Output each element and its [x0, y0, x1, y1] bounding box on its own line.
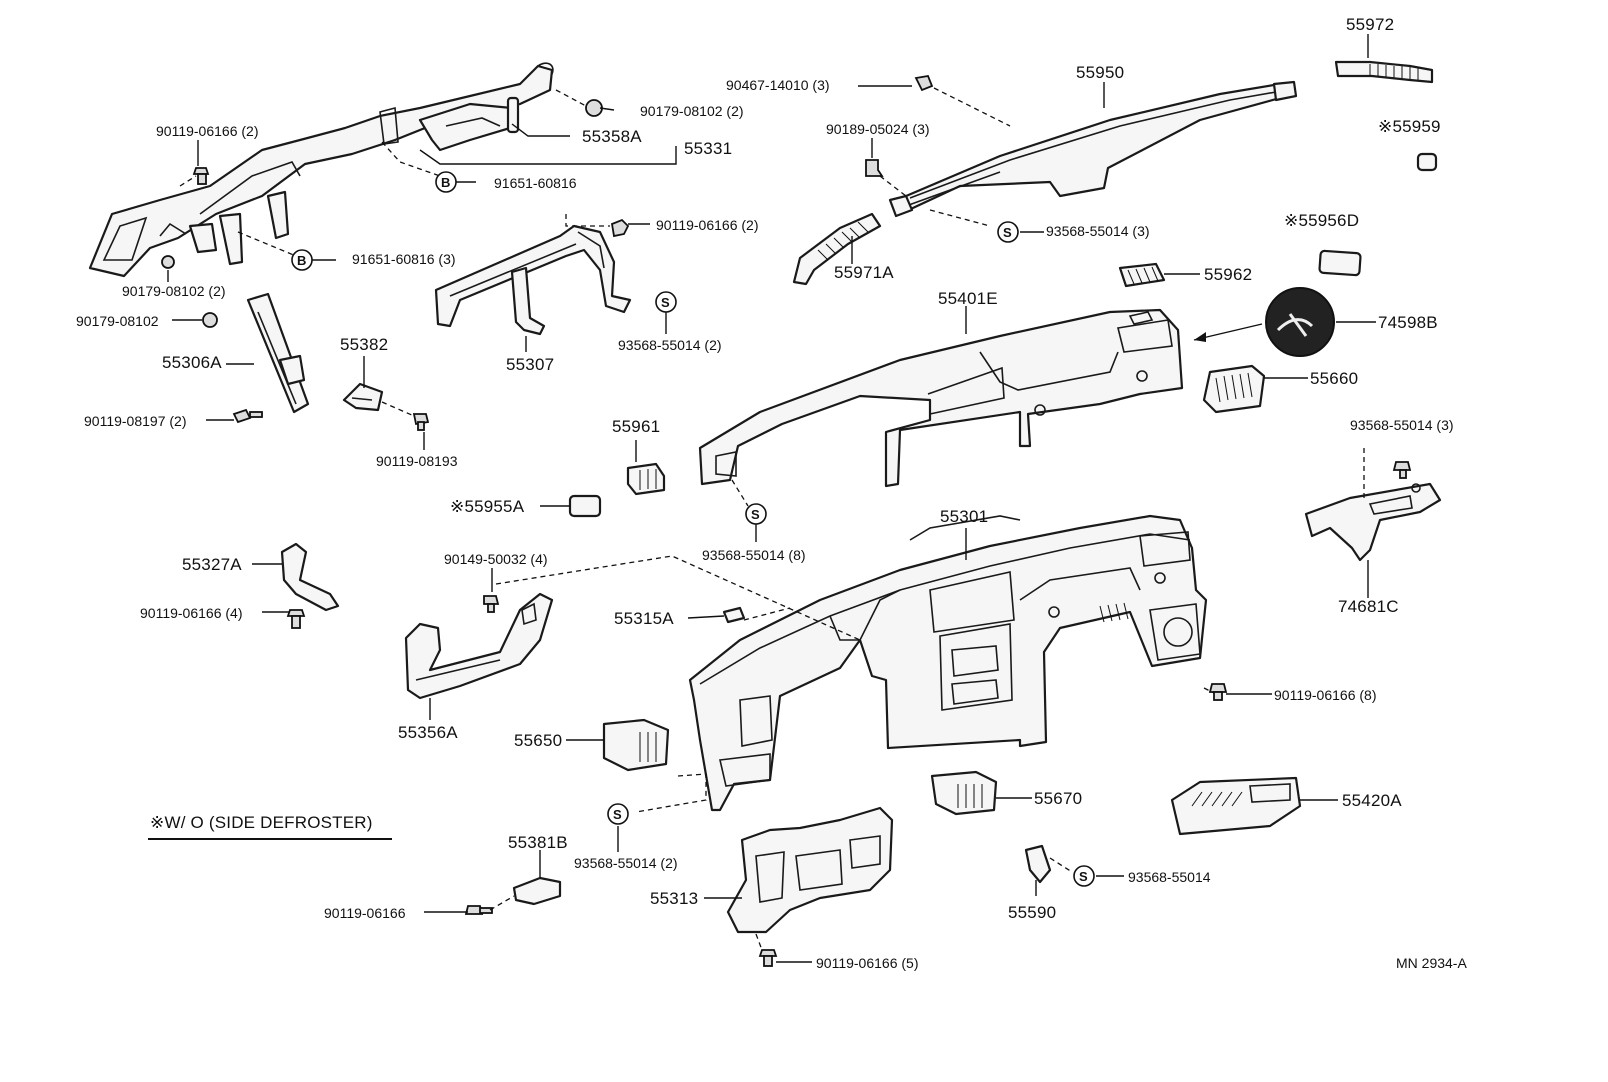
- part-label-55955a: ※55955A: [450, 497, 525, 516]
- part-label-55670: 55670: [1034, 789, 1083, 808]
- part-label-90149-50032-4: 90149-50032 (4): [444, 551, 548, 567]
- caution-label-74598b: [1193, 287, 1335, 357]
- part-label-55307: 55307: [506, 355, 555, 374]
- part-label-93568-55014-3a: 93568-55014 (3): [1046, 223, 1150, 239]
- part-label-55331: 55331: [684, 139, 733, 158]
- grille-55962: [1118, 262, 1166, 288]
- bracket-55327a: [280, 542, 340, 629]
- register-55420a: [1170, 776, 1302, 836]
- leader-lines: [167, 34, 1376, 963]
- svg-text:S: S: [751, 507, 760, 522]
- part-label-90119-06166-8: 90119-06166 (8): [1274, 687, 1377, 703]
- clip-55590: [1024, 844, 1052, 884]
- part-label-55956d: ※55956D: [1284, 211, 1360, 230]
- bracket-55382: [342, 382, 430, 431]
- bracket-74681c: [1304, 461, 1442, 562]
- part-label-55356a: 55356A: [398, 723, 458, 742]
- reinforcement-beam-55331: [88, 62, 554, 278]
- lower-cover-55313: [726, 806, 894, 967]
- footnote-side-defroster: ※W/ O (SIDE DEFROSTER): [150, 813, 373, 832]
- svg-text:B: B: [441, 175, 450, 190]
- part-label-55972: 55972: [1346, 15, 1395, 34]
- circle-marker-s-1: S: [997, 221, 1019, 243]
- svg-text:S: S: [1003, 225, 1012, 240]
- svg-text:S: S: [613, 807, 622, 822]
- clip-90467-90189: [865, 74, 934, 177]
- part-label-55301: 55301: [940, 507, 989, 526]
- part-label-55590: 55590: [1008, 903, 1057, 922]
- bracket-55307: [434, 224, 632, 336]
- part-label-90119-08197-2: 90119-08197 (2): [84, 413, 187, 429]
- part-label-55971a: 55971A: [834, 263, 894, 282]
- part-label-55660: 55660: [1310, 369, 1359, 388]
- part-label-55358a: 55358A: [582, 127, 642, 146]
- part-label-55315a: 55315A: [614, 609, 674, 628]
- circle-marker-s-3: S: [745, 503, 767, 525]
- circle-marker-b-1: B: [435, 171, 457, 193]
- part-label-55306a: 55306A: [162, 353, 222, 372]
- part-label-55382: 55382: [340, 335, 389, 354]
- svg-text:B: B: [297, 253, 306, 268]
- part-label-90179-08102: 90179-08102: [76, 313, 159, 329]
- instrument-panel-55301: [688, 514, 1208, 812]
- part-label-55313: 55313: [650, 889, 699, 908]
- part-label-55950: 55950: [1076, 63, 1125, 82]
- part-label-55381b: 55381B: [508, 833, 568, 852]
- part-label-93568-55014-2a: 93568-55014 (2): [618, 337, 722, 353]
- part-label-90119-06166-5: 90119-06166 (5): [816, 955, 919, 971]
- register-55670: [930, 770, 998, 816]
- part-label-90119-06166-4: 90119-06166 (4): [140, 605, 243, 621]
- circle-marker-s-2: S: [655, 291, 677, 313]
- part-label-55327a: 55327A: [182, 555, 242, 574]
- part-label-55961: 55961: [612, 417, 661, 436]
- register-55650: [602, 718, 670, 772]
- part-label-74598b: 74598B: [1378, 313, 1438, 332]
- part-label-93568-55014-3b: 93568-55014 (3): [1350, 417, 1454, 433]
- lower-panel-55356a: [404, 592, 554, 700]
- part-label-55650: 55650: [514, 731, 563, 750]
- circle-marker-s-4: S: [607, 803, 629, 825]
- defroster-hose-55971a: [792, 212, 882, 286]
- part-label-74681c: 74681C: [1338, 597, 1399, 616]
- cover-55955a: [568, 494, 602, 518]
- part-label-91651-60816: 91651-60816: [494, 175, 577, 191]
- diagram-reference-code: MN 2934-A: [1396, 955, 1467, 971]
- defroster-nozzle-55950: [888, 80, 1298, 218]
- part-label-55962: 55962: [1204, 265, 1253, 284]
- part-label-93568-55014-2b: 93568-55014 (2): [574, 855, 678, 871]
- circle-marker-b-2: B: [291, 249, 313, 271]
- cap-55959: [1416, 152, 1438, 172]
- part-label-55401e: 55401E: [938, 289, 998, 308]
- part-label-90467-14010: 90467-14010 (3): [726, 77, 830, 93]
- part-label-91651-60816-3: 91651-60816 (3): [352, 251, 456, 267]
- part-label-90119-08193: 90119-08193: [376, 453, 458, 469]
- svg-text:S: S: [1079, 869, 1088, 884]
- bracket-55381b: [464, 876, 562, 915]
- part-label-55420a: 55420A: [1342, 791, 1402, 810]
- part-label-90119-06166: 90119-06166: [324, 905, 406, 921]
- defroster-hose-55972: [1334, 60, 1434, 84]
- part-label-90119-06166-2b: 90119-06166 (2): [656, 217, 759, 233]
- footnote-underline: [148, 838, 392, 840]
- part-label-93568-55014: 93568-55014: [1128, 869, 1211, 885]
- part-label-90119-06166-2a: 90119-06166 (2): [156, 123, 259, 139]
- part-label-93568-55014-8: 93568-55014 (8): [702, 547, 806, 563]
- svg-text:S: S: [661, 295, 670, 310]
- bracket-55306a: [232, 292, 310, 424]
- clip-55315a: [722, 606, 746, 624]
- circle-marker-s-5: S: [1073, 865, 1095, 887]
- part-label-90179-08102-2a: 90179-08102 (2): [640, 103, 744, 119]
- part-label-90179-08102-2b: 90179-08102 (2): [122, 283, 226, 299]
- safety-pad-55401e: [698, 308, 1184, 488]
- part-label-90189-05024: 90189-05024 (3): [826, 121, 930, 137]
- register-55961: [626, 462, 666, 496]
- register-55660: [1202, 364, 1266, 414]
- pad-55956d: [1318, 249, 1362, 277]
- part-label-55959: ※55959: [1378, 117, 1441, 136]
